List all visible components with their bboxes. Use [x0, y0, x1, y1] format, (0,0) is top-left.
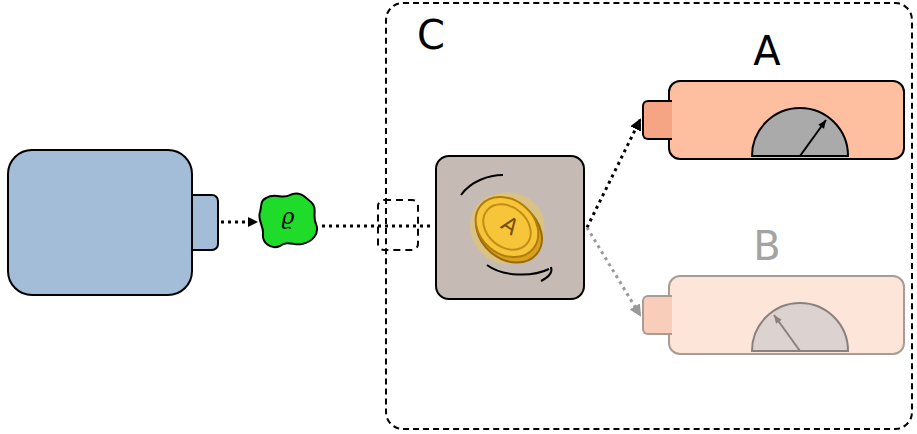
input-port [378, 200, 418, 250]
meter-gauge [670, 82, 903, 158]
region-label: C [417, 12, 445, 58]
detector-nozzle [642, 100, 672, 140]
meter-gauge [670, 277, 903, 353]
source-body [8, 150, 192, 295]
beam-connector [587, 228, 640, 316]
detector-nozzle [642, 295, 672, 335]
beam-connector [587, 120, 640, 228]
detector-label: A [730, 28, 804, 74]
beam-connector [322, 225, 433, 228]
emission-arrow [221, 221, 256, 224]
device-node: A [668, 80, 905, 160]
device-node: B [668, 275, 905, 355]
region-node: CAAB [385, 2, 913, 430]
detector-label: B [730, 223, 804, 269]
coin-node: A [435, 155, 585, 300]
blob-node: ϱ [256, 190, 320, 250]
state-symbol: ϱ [256, 204, 320, 229]
